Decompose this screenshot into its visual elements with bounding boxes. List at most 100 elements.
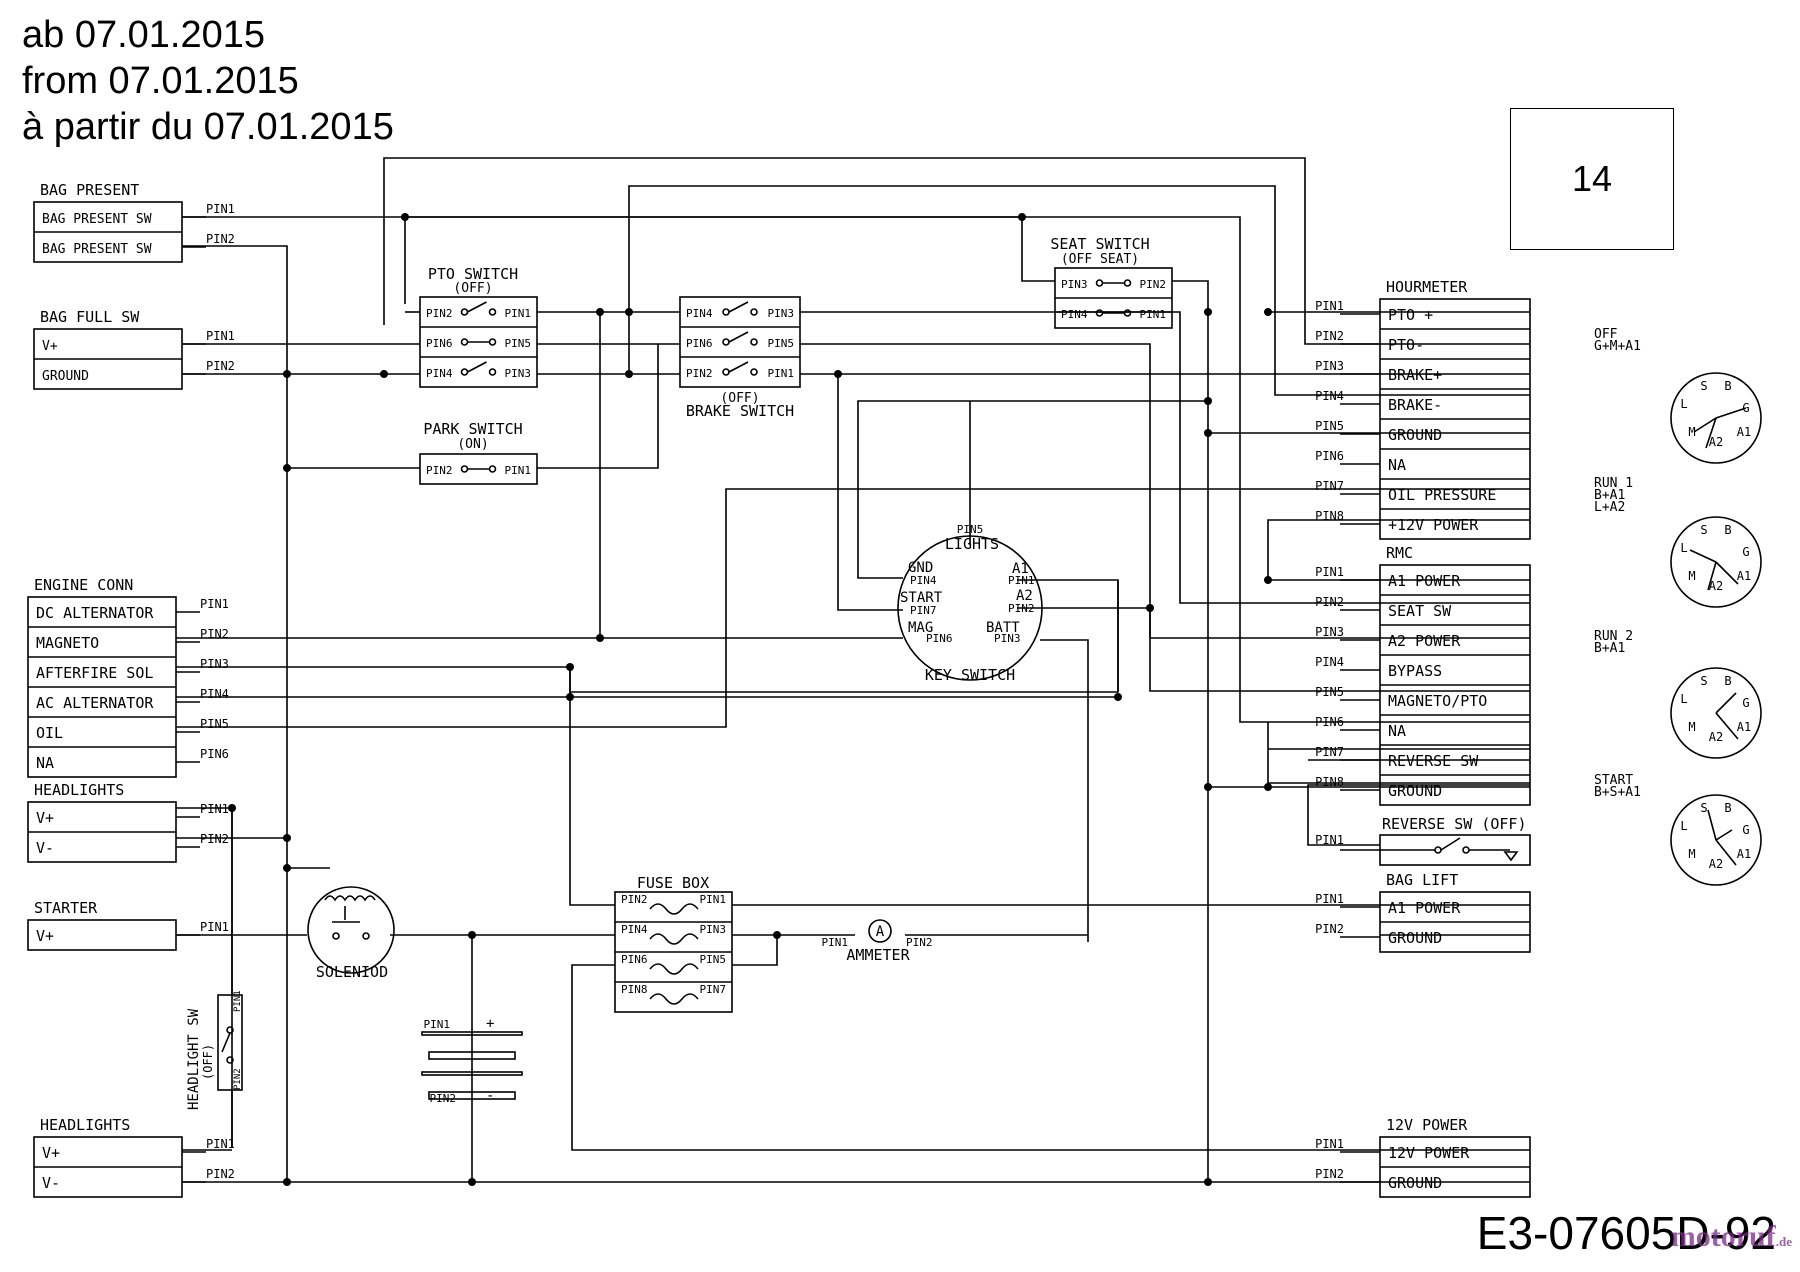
headlights-bottom-connector-row-1: V+ <box>42 1144 60 1162</box>
key-dial-letter-b: B <box>1724 523 1731 537</box>
junction-dot <box>566 663 574 671</box>
pto-switch-blade <box>467 361 487 373</box>
headlight-switch-title: HEADLIGHT SW <box>186 1008 202 1110</box>
hourmeter-connector-row-1: PTO + <box>1388 306 1433 324</box>
reverse-switch-contact <box>1434 846 1442 854</box>
key-dial-pointer <box>1715 692 1737 714</box>
fuse-box-pin-right: PIN1 <box>700 893 727 906</box>
ground-icon <box>1503 851 1519 862</box>
key-dial-letter-a2: A2 <box>1709 435 1723 449</box>
battery-plus: + <box>486 1016 494 1032</box>
brake-switch-pin-left: PIN6 <box>686 337 713 350</box>
brake-switch-pin-right: PIN5 <box>768 337 795 350</box>
key-position-combo: B+A1 <box>1594 488 1625 503</box>
fuse-box-pin-right: PIN7 <box>700 983 727 996</box>
key-position-combo: G+M+A1 <box>1594 339 1641 354</box>
key-dial <box>1670 667 1762 759</box>
engine-connector-row-4: AC ALTERNATOR <box>36 694 154 712</box>
key-switch-pin-3: PIN3 <box>994 632 1021 645</box>
seat-switch-title: SEAT SWITCH <box>1050 235 1149 253</box>
engine-connector-title: ENGINE CONN <box>34 576 133 594</box>
key-position-name: RUN 2 <box>1594 629 1633 644</box>
bag-lift-connector-pin-2: PIN2 <box>1315 922 1344 936</box>
bag-lift-connector-row-1: A1 POWER <box>1388 899 1461 917</box>
key-dial-letter-g: G <box>1742 545 1749 559</box>
rmc-connector-row-2: SEAT SW <box>1388 602 1452 620</box>
battery-pin-1: PIN1 <box>424 1018 451 1031</box>
reverse-switch-contact <box>1462 846 1470 854</box>
fuse-box-pin-left: PIN8 <box>621 983 648 996</box>
key-dial <box>1670 794 1762 886</box>
bag-full-connector-pin-2: PIN2 <box>206 359 235 373</box>
key-dial-letter-b: B <box>1724 674 1731 688</box>
junction-dot <box>283 370 291 378</box>
key-switch-lights: LIGHTS <box>945 535 999 553</box>
engine-connector-row-1: DC ALTERNATOR <box>36 604 154 622</box>
key-switch-mag: MAG <box>908 620 933 636</box>
headlights-bottom-connector-row-2: V- <box>42 1174 60 1192</box>
park-switch-pin-left: PIN2 <box>426 464 453 477</box>
headlight-switch-contact <box>226 1056 234 1064</box>
rmc-connector-row-8: GROUND <box>1388 782 1442 800</box>
wires <box>176 157 1530 1185</box>
key-switch-start: START <box>900 590 943 606</box>
key-switch-title: KEY SWITCH <box>925 666 1015 684</box>
solenoid-body <box>307 886 395 974</box>
key-dial-letter-l: L <box>1680 819 1687 833</box>
junction-dot <box>1204 308 1212 316</box>
engine-connector-row-2: MAGNETO <box>36 634 99 652</box>
pto-switch-box <box>419 296 538 388</box>
starter-connector-row-1: V+ <box>36 927 54 945</box>
park-switch-pin-right: PIN1 <box>505 464 532 477</box>
solenoid-title: SOLENIOD <box>316 963 388 981</box>
headlight-switch-box <box>217 994 243 1091</box>
ammeter-symbol: A <box>876 924 885 940</box>
key-dial-pointer <box>1707 809 1717 841</box>
bag-present-connector-row-2: BAG PRESENT SW <box>42 242 152 257</box>
junction-dot <box>596 308 604 316</box>
hourmeter-connector-pin-5: PIN5 <box>1315 419 1344 433</box>
bag-present-connector-title: BAG PRESENT <box>40 181 139 199</box>
key-dial-letter-a1: A1 <box>1737 720 1751 734</box>
junction-dot <box>468 1178 476 1186</box>
brake-switch-pin-left: PIN2 <box>686 367 713 380</box>
document-code: E3-07605D-92 <box>1476 1207 1776 1259</box>
solenoid-contact <box>332 932 340 940</box>
brake-switch-contact <box>722 368 730 376</box>
brake-switch-contact <box>750 338 758 346</box>
brake-switch-blade <box>728 331 749 343</box>
junction-dot <box>1204 397 1212 405</box>
fuse-box-pin-left: PIN4 <box>621 923 648 936</box>
rmc-connector-row-1: A1 POWER <box>1388 572 1461 590</box>
park-switch-contact <box>488 465 497 473</box>
headlights-bottom-connector-title: HEADLIGHTS <box>40 1116 130 1134</box>
junction-dot <box>1018 213 1026 221</box>
rmc-connector-title: RMC <box>1386 544 1413 562</box>
key-dial-letter-l: L <box>1680 692 1687 706</box>
junction-dot <box>283 834 291 842</box>
hourmeter-connector-row-7: OIL PRESSURE <box>1388 486 1496 504</box>
key-dial-letter-g: G <box>1742 823 1749 837</box>
headlight-switch-state: (OFF) <box>201 1044 215 1080</box>
park-switch-state: (ON) <box>457 437 488 452</box>
reverse-switch-blade <box>1440 837 1461 851</box>
starter-connector-pin-1: PIN1 <box>200 920 229 934</box>
brake-switch-contact <box>750 368 758 376</box>
brake-switch-contact <box>750 308 758 316</box>
power-12v-connector-row-2: GROUND <box>1388 1174 1442 1192</box>
reverse-switch-title: REVERSE SW (OFF) <box>1382 815 1527 833</box>
junction-dot <box>625 308 633 316</box>
key-position-combo: B+A1 <box>1594 641 1625 656</box>
engine-connector-row-6: NA <box>36 754 54 772</box>
key-dial-letter-a1: A1 <box>1737 569 1751 583</box>
battery-plate <box>428 1051 516 1060</box>
fuse-box-pin-right: PIN3 <box>700 923 727 936</box>
key-dial-pointer <box>1715 407 1747 419</box>
key-dial-pointer <box>1715 712 1739 740</box>
hourmeter-connector-row-4: BRAKE- <box>1388 396 1442 414</box>
hourmeter-connector-title: HOURMETER <box>1386 278 1468 296</box>
fuse-icon <box>649 993 699 1005</box>
rmc-connector-row-7: REVERSE SW <box>1388 752 1479 770</box>
key-switch-pin-1: PIN1 <box>1008 574 1035 587</box>
